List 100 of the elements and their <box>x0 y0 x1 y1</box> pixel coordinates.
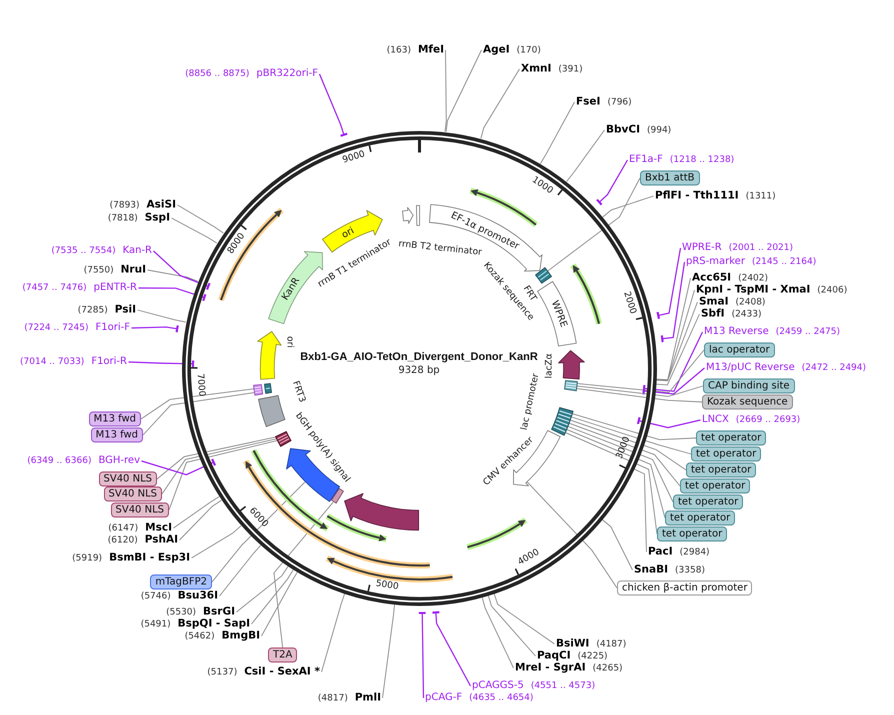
scale-label: 7000 <box>193 372 206 396</box>
feature-tag: mTagBFP2 <box>150 574 212 590</box>
feature-label: FRT3 <box>289 380 307 404</box>
enzyme-name: BmgBI <box>222 630 260 642</box>
feature-tag: tet operator <box>691 446 762 462</box>
primer-position: (4635 .. 4654) <box>469 692 534 704</box>
site-position: (5491) <box>140 618 171 630</box>
primer-position: (7224 .. 7245) <box>24 322 89 334</box>
enzyme-name: AsiSI <box>146 198 176 210</box>
leader-line <box>318 74 348 137</box>
site-position: (4817) <box>318 692 348 704</box>
enzyme-name: MfeI <box>418 44 444 56</box>
leader-line <box>602 196 654 218</box>
primer-position: (2459 .. 2475) <box>776 326 840 338</box>
site-position: (5746) <box>140 590 171 602</box>
leader-line <box>142 392 255 436</box>
leader-line <box>570 420 686 470</box>
leader-line <box>634 468 647 552</box>
feature-tag: lac operator <box>704 342 775 358</box>
enzyme-name: KpnI - TspMI - XmaI <box>696 284 810 296</box>
enzyme-name: BsiWI <box>556 638 590 650</box>
leader-line <box>212 482 306 582</box>
leader-line <box>156 436 276 480</box>
leader-line <box>191 525 242 558</box>
primer-name: pBR322ori-F <box>256 68 318 80</box>
feature-label: ori <box>284 336 294 348</box>
primer-name: M13 Reverse <box>704 326 769 338</box>
enzyme-name: PflFI - Tth111I <box>655 190 739 202</box>
site-position: (3358) <box>675 564 705 576</box>
primer-name: F1ori-F <box>96 322 130 334</box>
leader-line <box>576 388 702 402</box>
feature-tag: chicken β-actin promoter <box>617 580 752 596</box>
feature-tag: tet operator <box>673 494 744 510</box>
site-position: (4187) <box>596 638 626 650</box>
site-position: (4225) <box>578 650 608 662</box>
directional-feature-block <box>558 350 586 380</box>
primer-name: pCAGGS-5 <box>472 680 524 692</box>
leader-line <box>171 218 218 244</box>
plasmid-size: 9328 bp <box>398 364 440 377</box>
site-position: (391) <box>558 64 583 76</box>
striped-feature-block <box>535 267 552 284</box>
leader-line <box>568 426 674 502</box>
enzyme-name: PaqCI <box>537 650 571 662</box>
scale-label: 9000 <box>342 149 367 166</box>
leader-line <box>418 612 427 698</box>
enzyme-name: SbfI <box>701 308 725 320</box>
feature-tag: tet operator <box>657 526 728 542</box>
feature-block <box>416 204 420 226</box>
feature-tag: CAP binding site <box>703 378 795 394</box>
site-position: (5919) <box>72 552 102 564</box>
enzyme-name: PsiI <box>114 304 136 316</box>
leader-line <box>656 248 682 320</box>
site-position: (7550) <box>84 264 114 276</box>
feature-label: ori <box>340 224 356 240</box>
enzyme-name: SnaBI <box>634 564 668 576</box>
site-position: (2433) <box>732 308 762 320</box>
primer-name: Kan-R <box>122 245 152 257</box>
leader-line <box>444 50 447 132</box>
enzyme-name: PshAI <box>144 534 178 546</box>
leader-line <box>642 332 704 394</box>
site-position: (4265) <box>592 662 623 674</box>
leader-line <box>236 566 288 612</box>
primer-position: (7535 .. 7554) <box>51 245 116 257</box>
leader-line <box>153 250 211 291</box>
leader-line <box>577 350 704 393</box>
primer-name: WPRE-R <box>682 242 722 254</box>
enzyme-name: MreI - SgrAI <box>515 662 586 674</box>
leader-line <box>572 413 696 440</box>
primer-position: (8856 .. 8875) <box>185 68 250 80</box>
leader-line <box>576 386 704 397</box>
feature-tag: SV40 NLS <box>104 486 162 502</box>
feature-tag: tet operator <box>665 510 736 526</box>
primer-position: (2001 .. 2021) <box>728 242 794 254</box>
leader-line <box>571 416 692 454</box>
leader-line <box>660 262 686 344</box>
enzyme-name: PacI <box>648 546 673 558</box>
leader-line <box>488 594 536 656</box>
primer-position: (7014 .. 7033) <box>20 356 84 368</box>
primer-position: (2669 .. 2693) <box>736 414 800 426</box>
primer-name: pENTR-R <box>94 282 137 294</box>
primer-name: BGH-rev <box>98 455 140 467</box>
leader-line <box>642 368 705 396</box>
primer-name: pRS-marker <box>686 256 745 268</box>
enzyme-name: MscI <box>145 522 172 534</box>
primer-position: (2472 .. 2494) <box>802 362 866 374</box>
feature-tag: M13 fwd <box>88 412 141 426</box>
site-position: (163) <box>386 44 411 56</box>
striped-feature-block <box>253 383 273 396</box>
feature-tag: tet operator <box>680 478 750 494</box>
primer-name: pCAG-F <box>425 692 462 704</box>
leader-line <box>565 432 658 534</box>
leader-line <box>274 502 334 648</box>
plasmid-name: Bxb1-GA_AIO-TetOn_Divergent_Donor_KanR <box>300 351 538 364</box>
primer-name: F1ori-R <box>91 356 127 368</box>
scale-label: 2000 <box>620 290 638 316</box>
enzyme-name: BsrGI <box>203 606 235 618</box>
leader-line <box>480 68 520 139</box>
feature-tag: SV40 NLS <box>110 502 169 518</box>
leader-line <box>137 310 186 322</box>
site-position: (2984) <box>680 546 710 558</box>
